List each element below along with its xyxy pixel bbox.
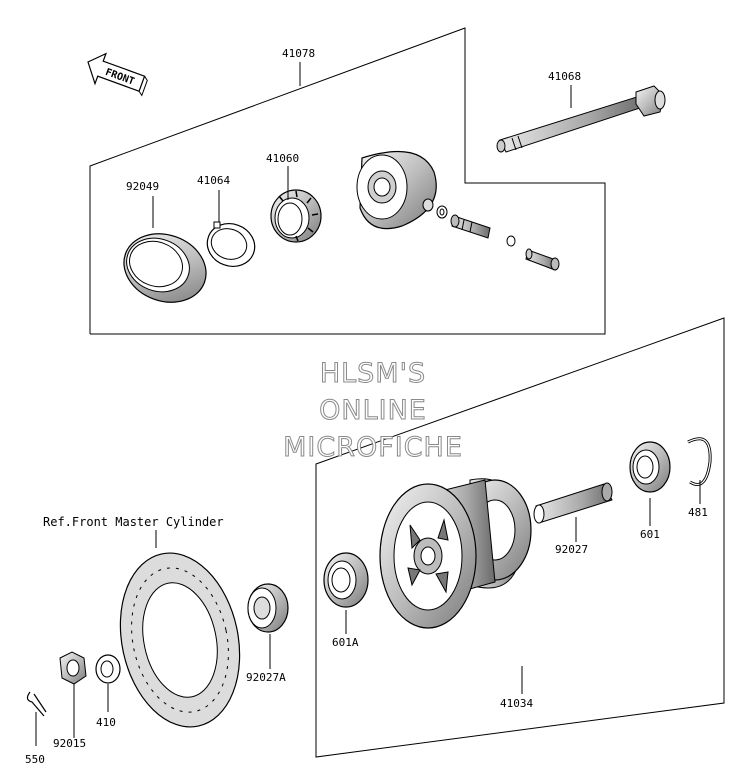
watermark-line-2: ONLINE: [319, 395, 427, 426]
bushing-part: [525, 248, 560, 271]
label-601: 601: [640, 528, 660, 541]
label-92015: 92015: [53, 737, 86, 750]
washer-410-part: [95, 654, 121, 684]
collar-92027A-part: [247, 583, 289, 633]
cotter-pin-550-part: [26, 691, 47, 717]
bushing-washer-part: [506, 235, 516, 247]
label-92027: 92027: [555, 543, 588, 556]
label-41060: 41060: [266, 152, 299, 165]
label-550: 550: [25, 753, 45, 766]
label-410: 410: [96, 716, 116, 729]
watermark-line-3: MICROFICHE: [283, 432, 463, 463]
front-hub-assembly-box: [315, 317, 725, 758]
hub-41034-part: [379, 478, 532, 629]
watermark-line-1: HLSM'S: [320, 358, 426, 389]
label-92049: 92049: [126, 180, 159, 193]
speedometer-gear-assembly-box: [89, 27, 606, 335]
circlip-481-part: [687, 437, 712, 486]
reference-label: Ref.Front Master Cylinder: [43, 515, 224, 529]
label-41034: 41034: [500, 697, 533, 710]
bearing-601A-part: [323, 552, 369, 608]
brake-disc-part: [119, 552, 241, 728]
label-41078: 41078: [282, 47, 315, 60]
spacer-92027-part: [533, 482, 613, 524]
washer-41064-part: [206, 221, 256, 267]
label-601A: 601A: [332, 636, 359, 649]
pinion-washer-part: [436, 205, 448, 219]
nut-92015-part: [59, 651, 87, 685]
gear-housing-part: [356, 151, 437, 230]
bearing-601-part: [629, 441, 671, 493]
label-41064: 41064: [197, 174, 230, 187]
axle-41068-part: [496, 85, 666, 153]
seal-92049-part: [123, 233, 207, 303]
front-arrow-icon: FRONT: [87, 52, 148, 97]
pinion-gear-part: [450, 214, 491, 239]
leader-lines: [35, 62, 701, 746]
speedometer-gear-41060-part: [270, 189, 322, 243]
label-41068: 41068: [548, 70, 581, 83]
label-481: 481: [688, 506, 708, 519]
label-92027A: 92027A: [246, 671, 286, 684]
